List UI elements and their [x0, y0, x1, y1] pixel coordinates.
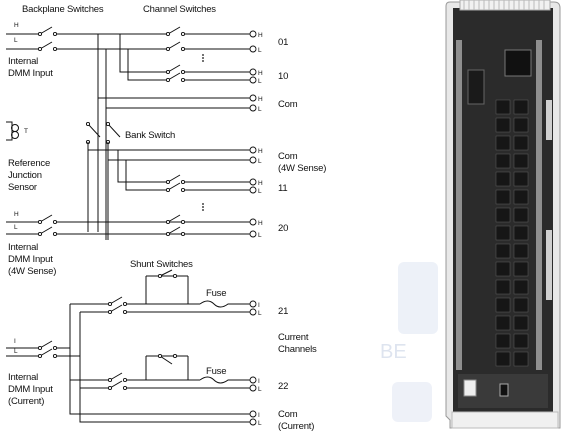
svg-text:L: L [258, 386, 262, 393]
svg-text:DMM Input: DMM Input [8, 68, 53, 79]
internal-dmm-input-label: Internal DMM Input [8, 56, 53, 79]
svg-text:T: T [24, 128, 28, 135]
terminal-com-current-sub: (Current) [278, 421, 314, 432]
relay-column-right [513, 99, 529, 367]
header-bank-switch: Bank Switch [125, 130, 175, 141]
svg-text:Reference: Reference [8, 158, 50, 169]
circuit-board-photo [445, 0, 561, 429]
svg-text:L: L [258, 420, 262, 427]
reference-junction-label: Reference Junction Sensor [8, 158, 50, 193]
svg-text:Sensor: Sensor [8, 182, 37, 193]
terminal-ch10: 10 [278, 71, 288, 82]
fuse-label-2: Fuse [206, 366, 226, 377]
svg-text:H: H [258, 70, 263, 77]
svg-text:L: L [258, 310, 262, 317]
header-channel-switches: Channel Switches [143, 4, 216, 15]
svg-text:I: I [258, 302, 260, 309]
svg-text:H: H [258, 220, 263, 227]
svg-text:L: L [258, 47, 262, 54]
terminal-com-4w-sub: (4W Sense) [278, 163, 326, 174]
svg-text:H: H [258, 32, 263, 39]
svg-text:DMM Input: DMM Input [8, 254, 53, 265]
terminal-com-current: Com [278, 409, 298, 420]
svg-text:L: L [258, 232, 262, 239]
svg-text:L: L [14, 224, 18, 231]
pin-label-l: L [14, 37, 18, 44]
svg-text:L: L [258, 78, 262, 85]
svg-text:Internal: Internal [8, 372, 38, 383]
svg-text:Junction: Junction [8, 170, 42, 181]
pin-label-h: H [14, 22, 19, 29]
svg-text:L: L [14, 348, 18, 355]
terminal-com-4w: Com [278, 151, 298, 162]
header-backplane-switches: Backplane Switches [22, 4, 104, 15]
current-channels-label: Current [278, 332, 309, 343]
watermark: BE [380, 262, 438, 422]
internal-dmm-current-label: Internal DMM Input (Current) [8, 372, 53, 407]
thermistor-icon: T [6, 121, 28, 141]
svg-text:H: H [258, 180, 263, 187]
svg-text:I: I [258, 412, 260, 419]
svg-text:H: H [258, 96, 263, 103]
terminal-ch01: 01 [278, 37, 288, 48]
svg-text:(4W Sense): (4W Sense) [8, 266, 56, 277]
svg-text:(Current): (Current) [8, 396, 44, 407]
terminal-ch21: 21 [278, 306, 288, 317]
relay-column-left [495, 99, 511, 367]
terminal-ch22: 22 [278, 381, 288, 392]
watermark-text: BE [380, 341, 407, 363]
internal-dmm-4w-label: Internal DMM Input (4W Sense) [8, 242, 56, 277]
svg-text:H: H [258, 148, 263, 155]
svg-text:L: L [258, 158, 262, 165]
svg-text:DMM Input: DMM Input [8, 384, 53, 395]
fuse-label: Fuse [206, 288, 226, 299]
svg-text:H: H [14, 211, 19, 218]
svg-text:I: I [14, 338, 16, 345]
header-shunt-switches: Shunt Switches [130, 259, 193, 270]
svg-text:I: I [258, 378, 260, 385]
svg-text:L: L [258, 106, 262, 113]
svg-text:L: L [258, 188, 262, 195]
svg-text:Internal: Internal [8, 56, 38, 67]
svg-text:Internal: Internal [8, 242, 38, 253]
terminal-ch20: 20 [278, 223, 288, 234]
current-channels-sub: Channels [278, 344, 317, 355]
terminal-com: Com [278, 99, 298, 110]
terminal-ch11: 11 [278, 183, 287, 194]
